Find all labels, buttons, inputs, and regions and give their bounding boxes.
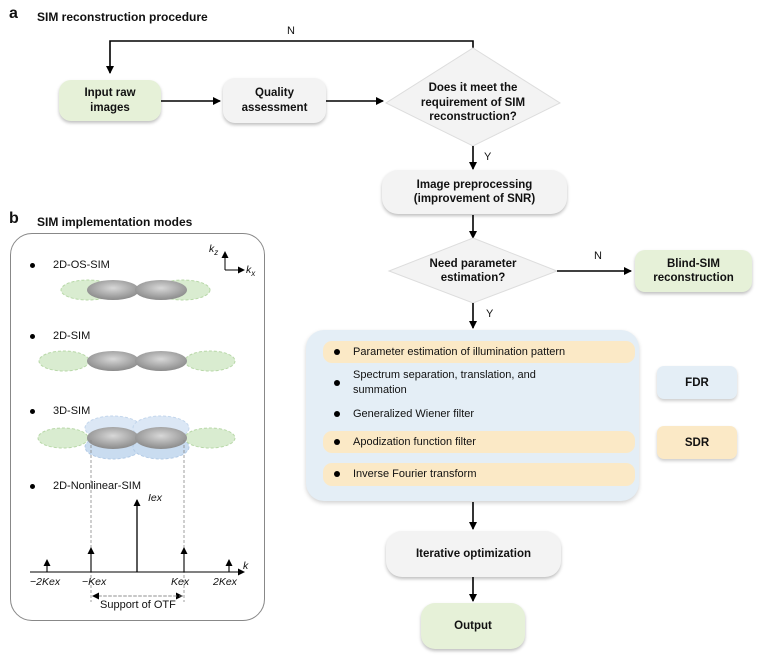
bullet-icon xyxy=(30,408,35,414)
step-item: Apodization function filter xyxy=(334,433,476,451)
kz-symbol: k xyxy=(209,243,215,255)
otf-center-ellipse xyxy=(87,427,139,449)
iex-label: Iex xyxy=(148,492,163,504)
bullet-icon xyxy=(334,349,340,355)
panel-b-letter: b xyxy=(9,210,19,227)
k-axis-label: k xyxy=(243,560,249,572)
bullet-icon xyxy=(334,380,340,386)
mode-label: 2D-OS-SIM xyxy=(53,259,110,271)
tick-label: −Kex xyxy=(82,576,107,588)
otf-center-ellipse xyxy=(135,280,187,300)
kz-subscript: z xyxy=(214,248,219,258)
edge-label-n-top: N xyxy=(287,25,295,37)
step4-highlight xyxy=(323,431,635,453)
bullet-icon xyxy=(334,411,340,417)
mode-label: 3D-SIM xyxy=(53,405,91,417)
output-box: Output xyxy=(421,603,525,649)
otf-side-ellipse xyxy=(184,427,236,449)
decision2-text: Need parameter estimation? xyxy=(429,257,517,284)
kx-subscript: x xyxy=(251,269,256,279)
panel-b-title: SIM implementation modes xyxy=(37,215,193,229)
sdr-tag: SDR xyxy=(657,426,737,459)
mode-item: 2D-OS-SIM xyxy=(30,259,110,271)
step-label: Parameter estimation of illumination pat… xyxy=(353,346,566,358)
step-item: Parameter estimation of illumination pat… xyxy=(334,343,565,361)
decision1-text: Does it meet the requirement of SIM reco… xyxy=(420,82,526,124)
otf-center-ellipse xyxy=(87,351,139,371)
step-item: Spectrum separation, translation, and su… xyxy=(334,368,536,398)
mode-label: 2D-Nonlinear-SIM xyxy=(53,480,142,492)
otf-side-ellipse xyxy=(37,427,89,449)
step-item: Inverse Fourier transform xyxy=(334,465,476,483)
panel-a-letter: a xyxy=(9,5,18,22)
step-item: Generalized Wiener filter xyxy=(334,405,474,423)
otf-side-ellipse xyxy=(38,350,90,372)
support-otf-label: Support of OTF xyxy=(100,599,176,611)
bullet-icon xyxy=(334,471,340,477)
image-preprocessing-box: Image preprocessing (improvement of SNR) xyxy=(382,170,567,214)
mode-item: 2D-SIM xyxy=(30,330,90,342)
tick-label: 2Kex xyxy=(213,576,237,588)
blind-sim-box: Blind-SIM reconstruction xyxy=(635,250,752,292)
kx-symbol: k xyxy=(246,264,252,276)
step1-highlight xyxy=(323,341,635,363)
kz-axis-label: kz xyxy=(209,243,218,257)
panel-a-title: SIM reconstruction procedure xyxy=(37,10,208,24)
iterative-optimization-box: Iterative optimization xyxy=(386,531,561,577)
input-raw-images-box: Input raw images xyxy=(59,80,161,121)
step-label: Generalized Wiener filter xyxy=(353,408,475,420)
kx-axis-label: kx xyxy=(246,264,255,278)
quality-assessment-box: Quality assessment xyxy=(223,78,326,123)
step-label: Apodization function filter xyxy=(353,436,476,448)
mode-item: 2D-Nonlinear-SIM xyxy=(30,480,141,492)
otf-center-ellipse xyxy=(135,427,187,449)
tick-label: −2Kex xyxy=(30,576,61,588)
bullet-icon xyxy=(30,262,35,268)
otf-side-ellipse xyxy=(184,350,236,372)
step5-highlight xyxy=(323,463,635,486)
otf-center-ellipse xyxy=(87,280,139,300)
mode-item: 3D-SIM xyxy=(30,405,90,417)
bullet-icon xyxy=(30,483,35,489)
otf-center-ellipse xyxy=(135,351,187,371)
step-label: Inverse Fourier transform xyxy=(353,468,477,480)
bullet-icon xyxy=(334,439,340,445)
edge-label-n2: N xyxy=(594,250,602,262)
tick-label: Kex xyxy=(171,576,190,588)
edge-label-y2: Y xyxy=(486,308,494,320)
bullet-icon xyxy=(30,333,35,339)
mode-label: 2D-SIM xyxy=(53,330,91,342)
edge-label-y1: Y xyxy=(484,151,492,163)
fdr-tag: FDR xyxy=(657,366,737,399)
step-label: Spectrum separation, translation, and su… xyxy=(353,369,536,396)
